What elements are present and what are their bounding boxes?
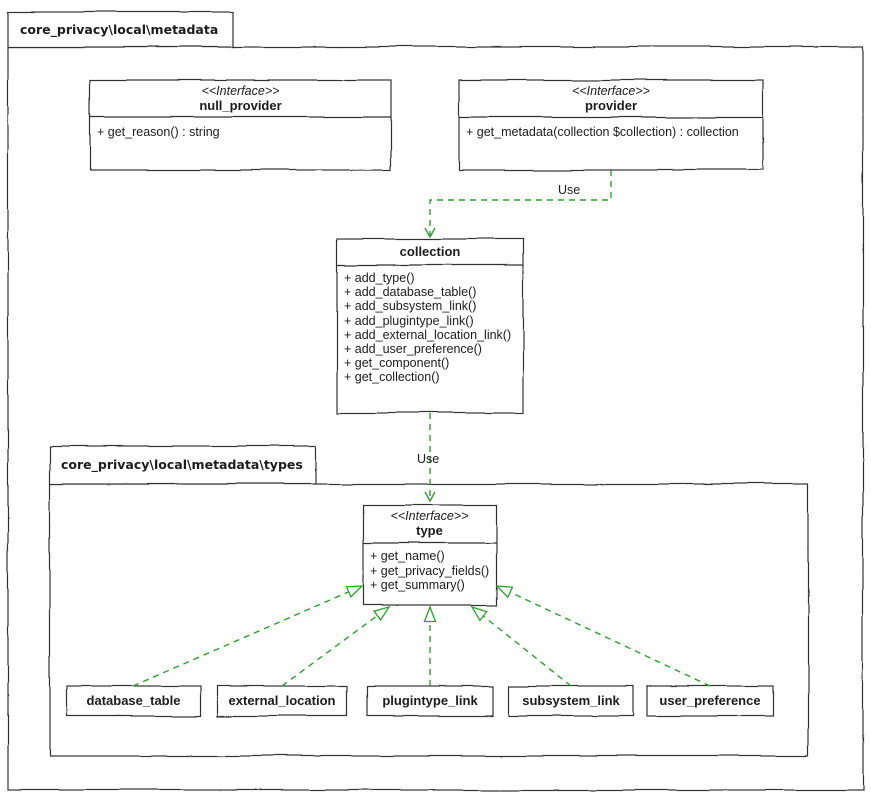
method-line: + add_database_table()	[344, 285, 477, 300]
class-box-null-provider	[89, 79, 392, 171]
class-box-provider	[458, 79, 764, 171]
use-label-provider-collection: Use	[558, 183, 581, 197]
subsystem-link-name: subsystem_link	[522, 693, 620, 708]
package-types-tab	[49, 445, 317, 485]
method-line: + get_collection()	[344, 370, 440, 385]
type-stereotype: <<Interface>>	[390, 509, 469, 523]
type-methods: + get_name() + get_privacy_fields() + ge…	[370, 549, 489, 593]
null-provider-methods: + get_reason() : string	[97, 125, 220, 139]
method-line: + add_user_preference()	[344, 341, 482, 356]
provider-name: provider	[584, 98, 637, 113]
method-line: + get_reason() : string	[97, 125, 220, 139]
method-line: + add_external_location_link()	[344, 327, 512, 342]
collection-methods: + add_type() + add_database_table() + ad…	[344, 271, 511, 385]
class-box-subsystem-link	[508, 685, 634, 717]
null-provider-stereotype: <<Interface>>	[201, 84, 280, 98]
package-types-label: core_privacy\local\metadata\types	[61, 457, 303, 472]
method-line: + get_metadata(collection $collection) :…	[466, 125, 739, 139]
provider-stereotype: <<Interface>>	[572, 84, 650, 98]
method-line: + add_subsystem_link()	[344, 299, 477, 314]
realization-arrow-external-location-to-type	[281, 605, 391, 687]
class-box-plugintype-link	[366, 685, 494, 717]
method-line: + add_plugintype_link()	[344, 313, 474, 328]
package-metadata-tab	[7, 11, 234, 48]
use-label-collection-type: Use	[417, 452, 440, 466]
class-box-database-table	[66, 685, 201, 717]
external-location-name: external_location	[228, 693, 336, 708]
method-line: + get_component()	[344, 356, 450, 371]
database-table-name: database_table	[86, 693, 181, 708]
method-line: + get_summary()	[370, 578, 465, 593]
class-box-collection	[336, 238, 524, 414]
use-arrow-provider-to-collection	[424, 170, 612, 239]
method-line: + add_type()	[344, 271, 415, 285]
plugintype-link-name: plugintype_link	[382, 693, 478, 708]
class-box-type	[362, 504, 497, 606]
method-line: + get_privacy_fields()	[370, 563, 490, 578]
collection-name: collection	[399, 244, 461, 259]
realization-arrow-database-table-to-type	[132, 585, 364, 687]
provider-methods: + get_metadata(collection $collection) :…	[466, 125, 739, 139]
method-line: + get_name()	[370, 549, 445, 563]
package-metadata-label: core_privacy\local\metadata	[20, 22, 219, 37]
user-preference-name: user_preference	[659, 693, 761, 708]
type-name: type	[416, 523, 443, 538]
null-provider-name: null_provider	[199, 98, 282, 113]
class-box-user-preference	[646, 685, 774, 717]
